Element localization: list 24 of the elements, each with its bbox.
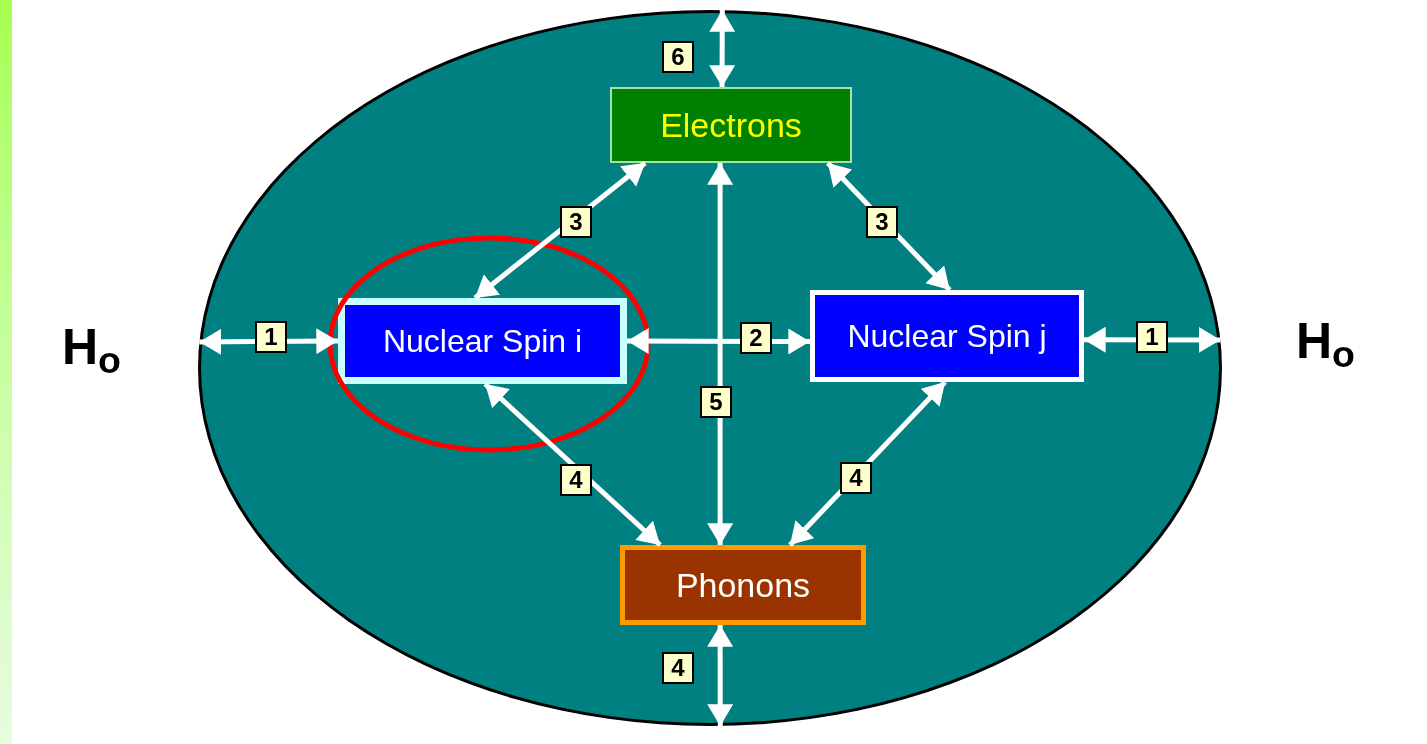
edge-label: 4: [560, 464, 592, 496]
edge-label: 4: [662, 652, 694, 684]
edge-label: 3: [560, 206, 592, 238]
process-box: [338, 298, 627, 384]
node-label: Electrons: [660, 108, 802, 142]
node-label: Nuclear Spin i: [382, 325, 583, 357]
process-box: [620, 545, 866, 625]
node-label: Phonons: [675, 568, 811, 602]
field-symbol: H$_{o}$: [62, 322, 122, 372]
process-box: [810, 290, 1084, 382]
double-arrow: [707, 163, 734, 545]
node-label: Nuclear Spin j: [847, 320, 1047, 352]
double-arrow: [483, 382, 662, 547]
edge-label: 1: [255, 321, 287, 353]
double-arrow: [707, 625, 734, 726]
edge-label: 5: [700, 386, 732, 418]
edge-label: 6: [662, 41, 694, 73]
double-arrow: [709, 10, 736, 87]
edge-label: 2: [740, 322, 772, 354]
field-symbol: H$_{o}$: [1296, 316, 1356, 366]
edge-label: 1: [1136, 321, 1168, 353]
edge-label: 3: [866, 206, 898, 238]
process-box: [610, 87, 852, 163]
edge-label: 4: [840, 462, 872, 494]
